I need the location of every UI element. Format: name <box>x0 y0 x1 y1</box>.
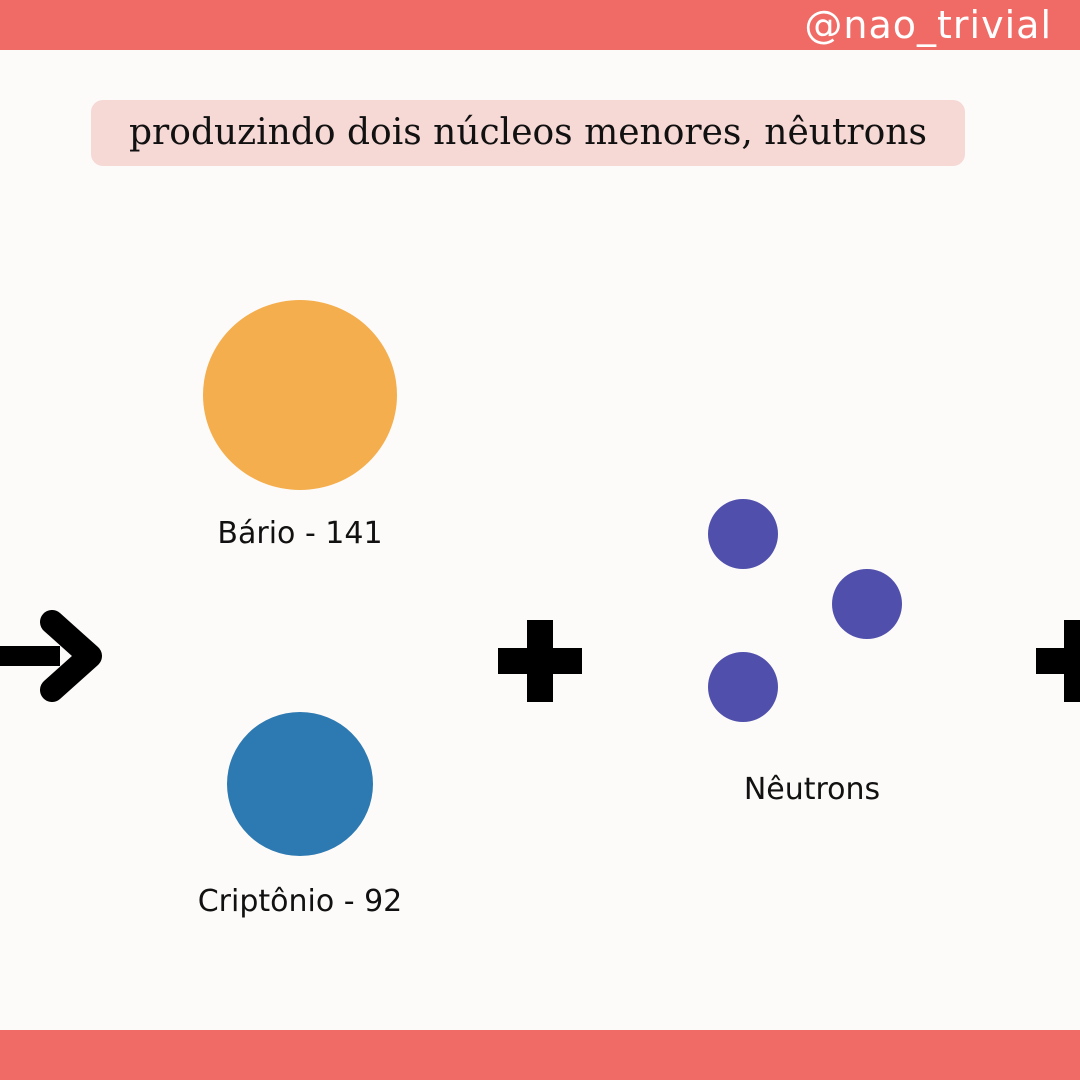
plus-icon <box>498 620 582 702</box>
slide-title: produzindo dois núcleos menores, nêutron… <box>129 112 927 153</box>
title-box: produzindo dois núcleos menores, nêutron… <box>91 100 965 166</box>
barium-label: Bário - 141 <box>217 516 383 551</box>
krypton-nucleus <box>227 712 373 856</box>
barium-nucleus <box>203 300 397 490</box>
arrow-right-icon <box>0 610 102 702</box>
neutron <box>708 652 778 722</box>
top-bar: @nao_trivial <box>0 0 1080 50</box>
bottom-bar <box>0 1030 1080 1080</box>
author-handle: @nao_trivial <box>804 3 1052 47</box>
krypton-label: Criptônio - 92 <box>197 884 403 919</box>
neutron <box>708 499 778 569</box>
neutrons-label: Nêutrons <box>743 772 881 807</box>
plus-icon <box>1036 620 1080 702</box>
neutron <box>832 569 902 639</box>
